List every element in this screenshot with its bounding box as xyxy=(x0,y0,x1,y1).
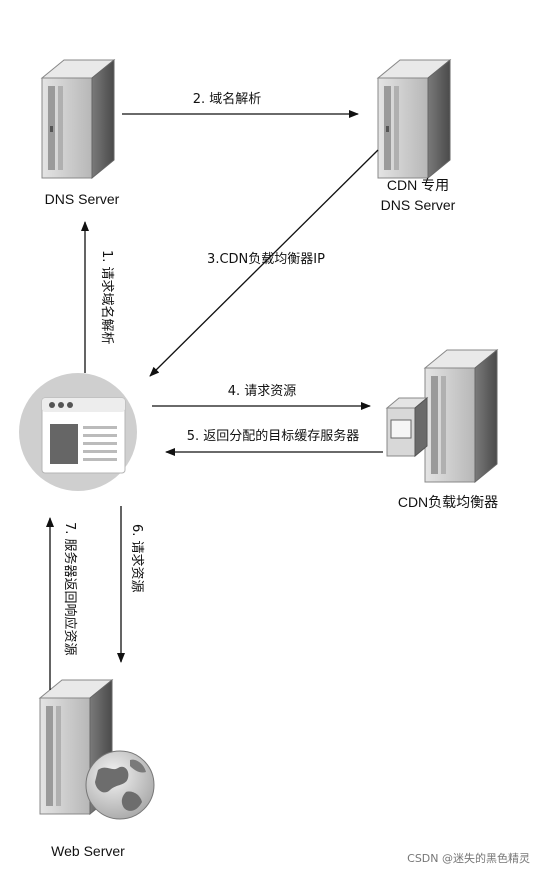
globe-icon xyxy=(85,750,155,820)
cdn-dns-server-icon xyxy=(376,58,452,180)
cdn-dns-label-line1: CDN 专用 xyxy=(387,177,449,193)
cdn-dns-label-line2: DNS Server xyxy=(381,197,456,213)
watermark: CSDN @迷失的黑色精灵 xyxy=(407,851,530,865)
edge-label-step6: 6. 请求资源 xyxy=(129,524,144,593)
edge-label-step5: 5. 返回分配的目标缓存服务器 xyxy=(187,428,360,444)
edge-label-step2: 2. 域名解析 xyxy=(193,91,262,107)
arrow-step3 xyxy=(149,149,379,377)
dns-server-label: DNS Server xyxy=(45,191,120,207)
edge-label-step3: 3.CDN负载均衡器IP xyxy=(207,252,325,267)
edge-label-step7: 7. 服务器返回响应资源 xyxy=(62,522,78,656)
cdn-load-balancer-icon xyxy=(385,348,499,484)
dns-server-icon xyxy=(40,58,116,180)
edge-label-step1: 1. 请求域名解析 xyxy=(99,250,115,345)
web-server-icon xyxy=(38,678,155,820)
edge-label-step4: 4. 请求资源 xyxy=(228,384,297,399)
cdn-load-balancer-label: CDN负载均衡器 xyxy=(398,494,498,510)
browser-client-icon xyxy=(19,373,137,491)
web-server-label: Web Server xyxy=(51,843,125,859)
